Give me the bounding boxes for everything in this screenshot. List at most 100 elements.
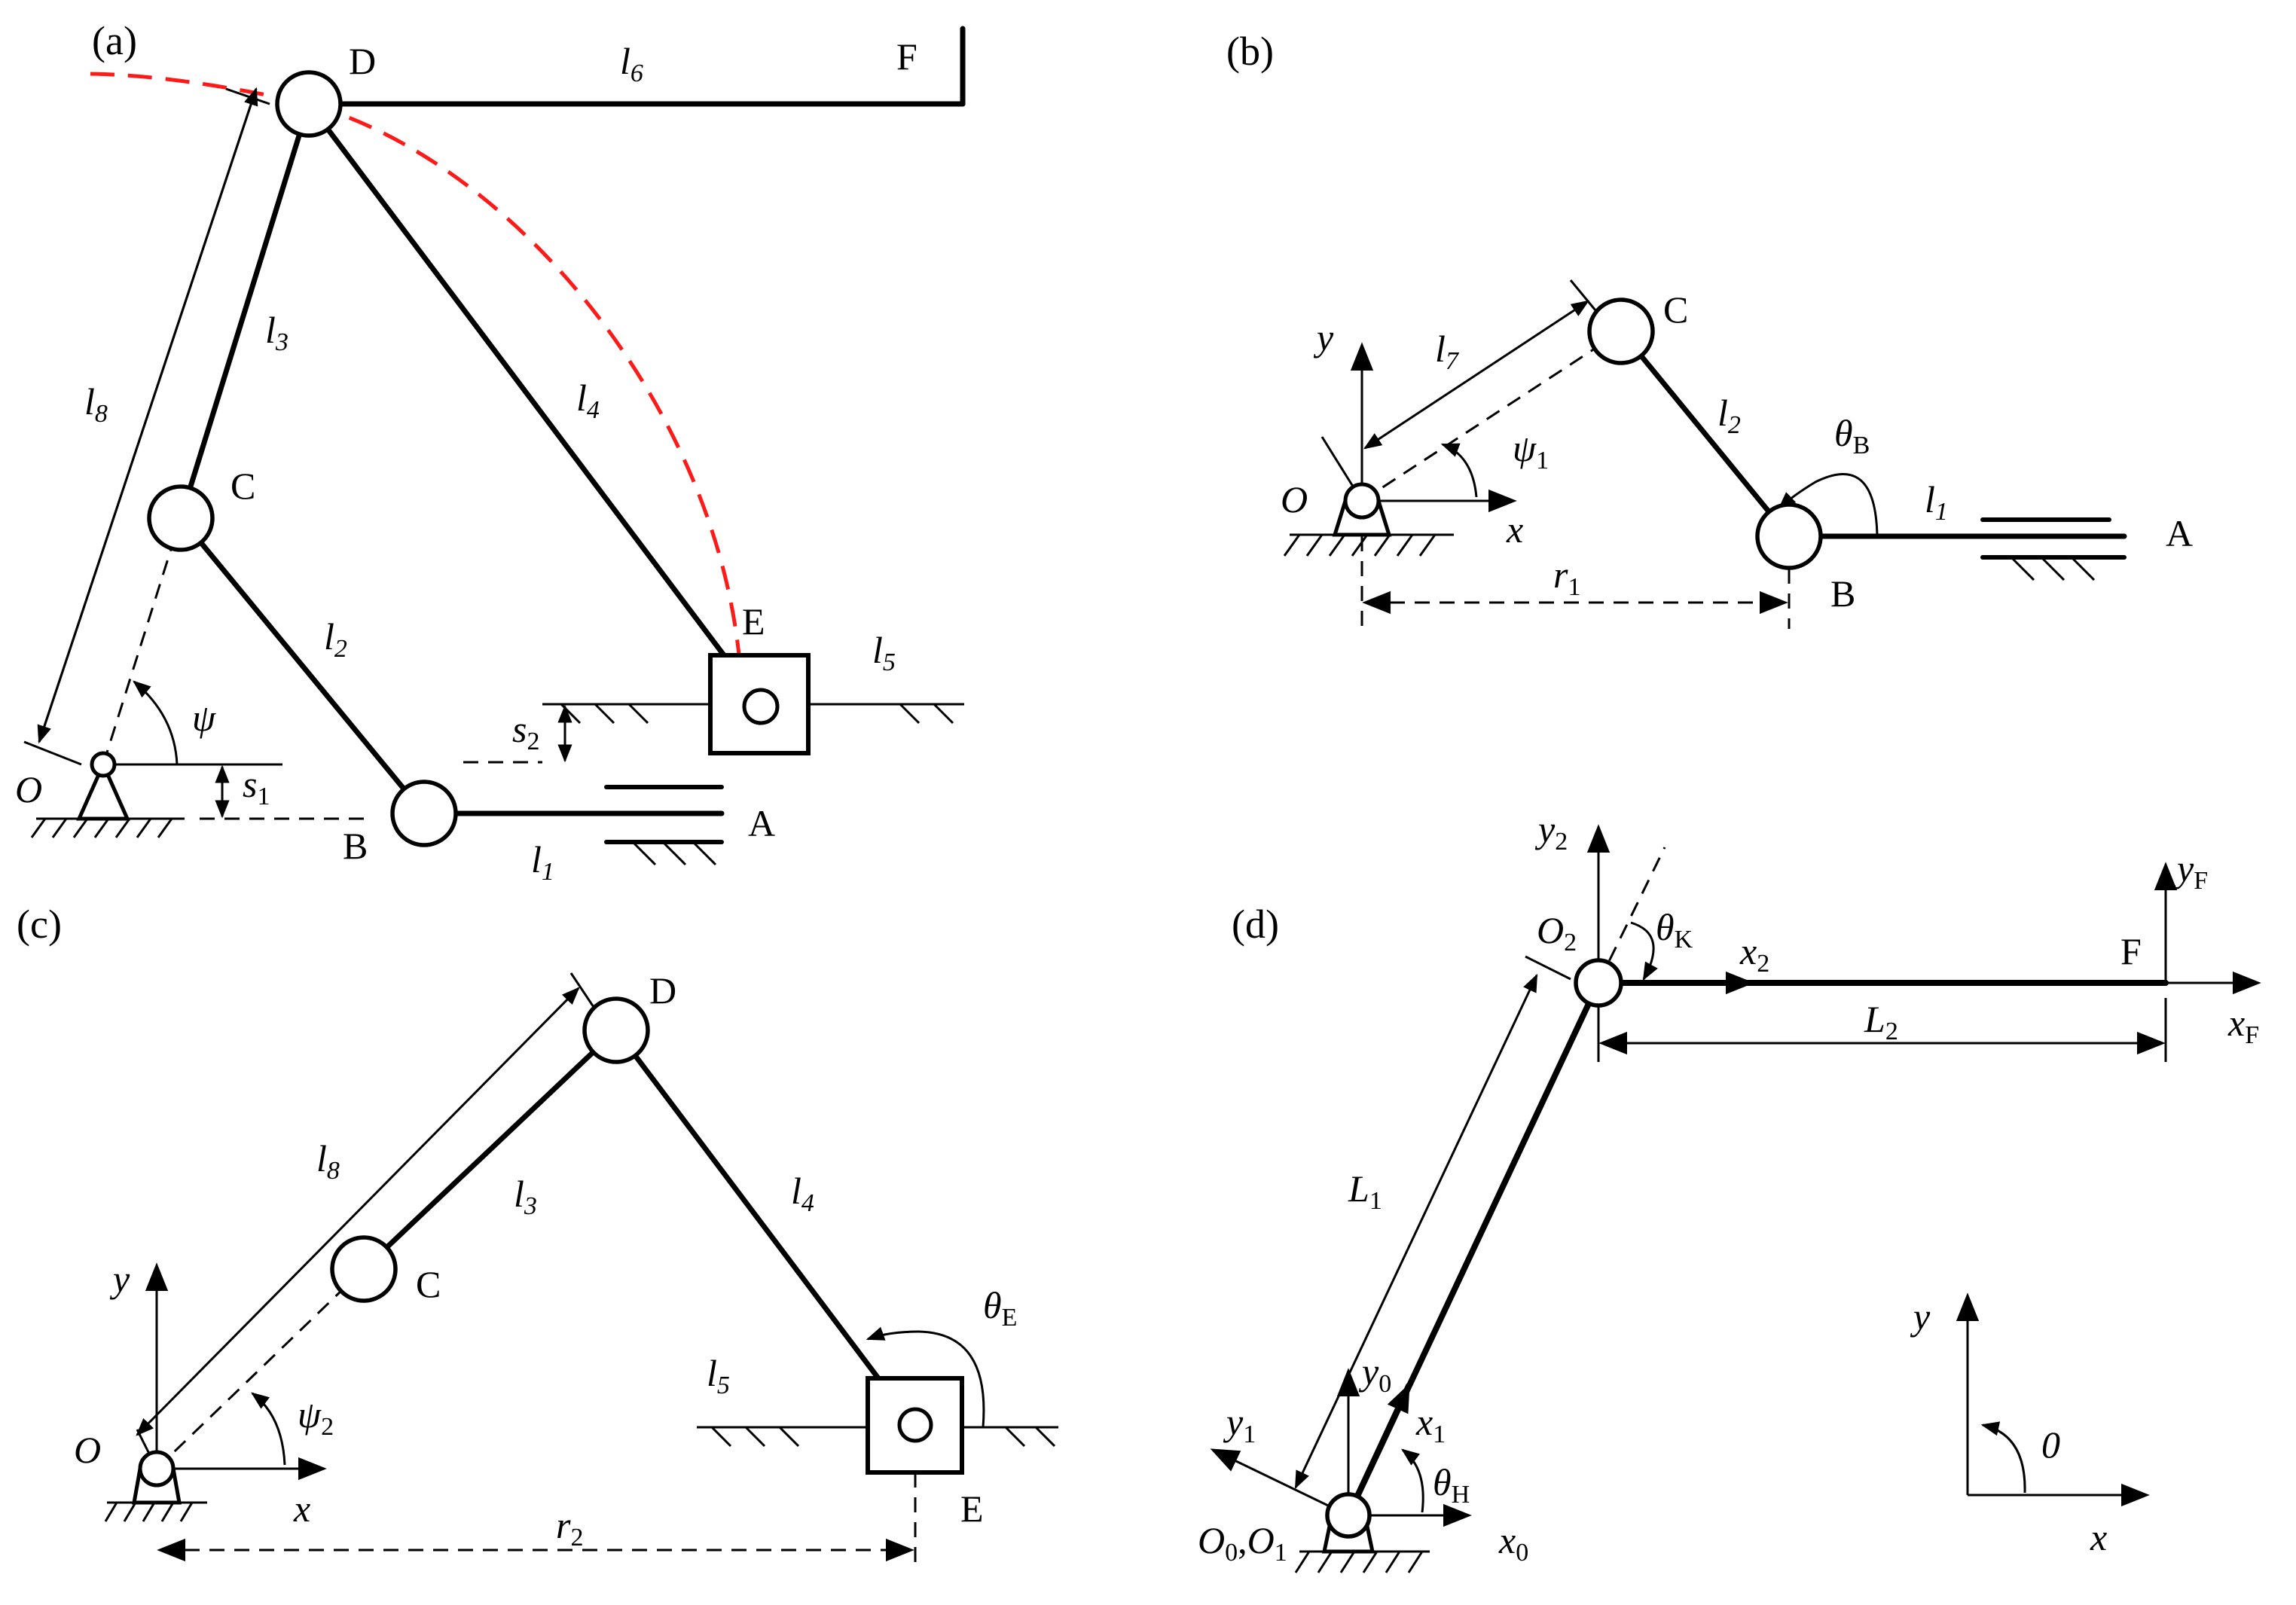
panel-c-label-C: C [416, 1263, 441, 1305]
panel-a-label-F: F [896, 35, 917, 78]
panel-d-label-F: F [2120, 930, 2142, 972]
panel-a-link-l2 [178, 515, 427, 816]
panel-d-joint-O0 [1325, 1492, 1372, 1539]
panel-a-dim-l8-arrows [37, 87, 258, 744]
panel-b-dim-l7 [1363, 300, 1590, 450]
panel-d-axis-label-y0: y0 [1358, 1350, 1391, 1398]
panel-a-label-l5: l5 [872, 629, 896, 676]
panel-a-joint-C [147, 484, 215, 552]
panel-b: (b) [1226, 29, 2193, 629]
panel-d-axis-label-y: y [1910, 1295, 1931, 1338]
panel-a-dim-l8-tick-bottom [23, 740, 82, 766]
panel-a-tag: (a) [92, 18, 137, 63]
panel-c-label-psi2: ψ2 [298, 1393, 334, 1441]
panel-b-tag: (b) [1226, 29, 1274, 74]
panel-b-axis-label-x: x [1506, 508, 1523, 551]
panel-c: (c) [17, 902, 1058, 1563]
panel-c-label-r2: r2 [556, 1504, 583, 1552]
panel-d-axis-label-x1: x1 [1415, 1401, 1446, 1448]
panel-d-tag: (d) [1232, 902, 1279, 947]
panel-a-dashed-OC [102, 517, 182, 765]
panel-d-thetaK-arc [1630, 921, 1658, 981]
panel-c-link-l4 [613, 1027, 918, 1430]
panel-c-label-l5: l5 [707, 1352, 730, 1399]
panel-d-axis-label-xF: xF [2227, 1002, 2259, 1049]
panel-d-label-angle: 0 [2041, 1423, 2060, 1466]
panel-d-joint-O2 [1574, 958, 1623, 1008]
panel-a-label-O: O [15, 768, 42, 810]
panel-a-link-l4 [306, 101, 764, 707]
panel-b-axis-label-y: y [1313, 316, 1334, 359]
panel-a-label-E: E [742, 600, 765, 642]
panel-b-psi1-arc [1440, 443, 1478, 498]
panel-a-guide-A [604, 785, 724, 866]
panel-c-dim-l8-tick [569, 972, 597, 1010]
panel-a: (a) [15, 18, 966, 886]
panel-c-axis-label-x: x [293, 1488, 310, 1530]
panel-b-dim-l7-tick-top [1569, 279, 1597, 311]
panel-c-label-l8: l8 [316, 1137, 340, 1185]
panel-b-thetaB-arc [1778, 473, 1879, 537]
panel-a-label-l8: l8 [84, 380, 108, 428]
panel-d-label-L2: L2 [1864, 998, 1898, 1045]
panel-d-label-thetaK: θK [1656, 906, 1693, 954]
panel-a-label-l1: l1 [531, 838, 554, 886]
panel-b-label-l7: l7 [1435, 328, 1460, 375]
panel-b-label-r1: r1 [1553, 554, 1580, 601]
panel-a-label-l6: l6 [620, 40, 643, 87]
panel-c-tag: (c) [17, 902, 62, 947]
panel-d-axis-label-y2: y2 [1534, 808, 1568, 856]
panel-a-label-l3: l3 [265, 309, 289, 356]
panel-a-ground-O [30, 759, 185, 838]
panel-a-label-A: A [748, 802, 775, 844]
panel-c-label-E: E [960, 1488, 984, 1530]
panel-c-joint-C [330, 1235, 398, 1303]
panel-b-label-psi1: ψ1 [1513, 427, 1549, 474]
panel-c-psi2-arc [251, 1392, 286, 1466]
panel-c-label-thetaE: θE [983, 1284, 1017, 1332]
panel-b-label-l1: l1 [1925, 478, 1948, 526]
panel-d-axis-label-x: x [2090, 1516, 2107, 1558]
panel-b-label-B: B [1830, 572, 1855, 615]
panel-d-axis-label-y1: y1 [1223, 1401, 1256, 1448]
panel-b-joint-O [1343, 482, 1381, 520]
panel-c-link-l3 [361, 1027, 619, 1272]
panel-c-label-O: O [74, 1429, 101, 1471]
panel-c-joint-D [582, 996, 650, 1064]
panel-d-angle-arc [1980, 1421, 2026, 1494]
panel-a-trajectory [90, 72, 744, 705]
panel-b-joint-B [1755, 502, 1823, 570]
panel-a-dim-l8-tick-top [225, 87, 270, 105]
panel-a-label-l4: l4 [576, 377, 600, 424]
panel-d-label-O0O1: O0,O1 [1198, 1519, 1287, 1567]
panel-a-joint-D [275, 70, 343, 138]
panel-d-axis-label-yF: yF [2173, 847, 2208, 895]
panel-a-label-D: D [349, 40, 376, 82]
panel-c-label-D: D [649, 969, 676, 1012]
panel-d-dim-L1-tick [1525, 955, 1571, 981]
panel-d-label-L1: L1 [1348, 1167, 1382, 1215]
panel-b-dashed-OC [1361, 330, 1622, 502]
panel-b-joint-C [1587, 298, 1655, 365]
panel-c-joint-O [138, 1450, 176, 1488]
panel-d-thetaH-arc [1401, 1448, 1424, 1513]
panel-c-label-l3: l3 [514, 1173, 537, 1220]
panel-a-label-l2: l2 [324, 615, 347, 663]
panel-d-dashed-O2 [1597, 847, 1666, 984]
panel-d-label-O2: O2 [1537, 909, 1577, 957]
panel-b-link-l2 [1618, 328, 1792, 539]
panel-c-thetaE-arc [866, 1326, 985, 1428]
panel-a-link-l3 [178, 101, 312, 521]
panel-b-label-l2: l2 [1717, 392, 1741, 439]
panel-d-dim-L1 [1294, 973, 1538, 1490]
panel-a-joint-E [742, 688, 780, 725]
panel-d-axis-x1 [1345, 1383, 1412, 1518]
panel-d-axis-label-x0: x0 [1498, 1519, 1528, 1567]
panel-a-psi-arc [133, 680, 179, 765]
panel-c-label-l4: l4 [791, 1170, 814, 1217]
panel-c-dim-l8 [136, 987, 580, 1436]
panel-b-label-C: C [1663, 288, 1688, 331]
panel-a-label-s2: s2 [512, 708, 539, 755]
panel-b-label-thetaB: θB [1834, 412, 1870, 459]
